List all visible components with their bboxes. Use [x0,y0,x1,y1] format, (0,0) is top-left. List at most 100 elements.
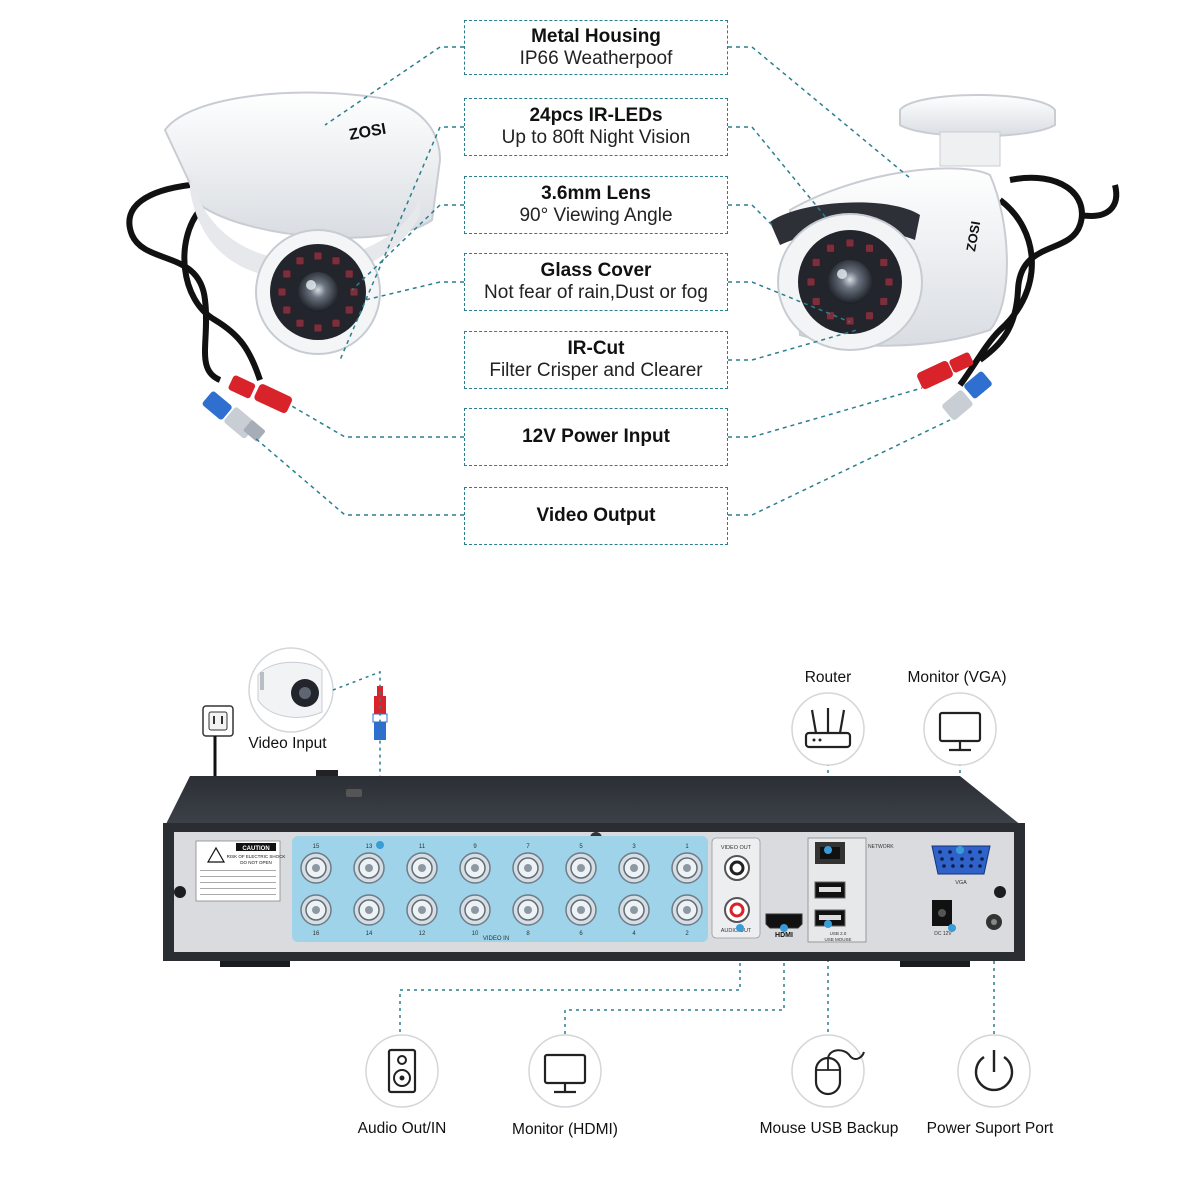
vga-pin [950,857,954,861]
vga-pin [980,857,984,861]
feature-box-glass-cover: Glass Cover Not fear of rain,Dust or fog [464,253,728,311]
monitor-hdmi-icon [528,1034,602,1108]
feature-subtitle: 90° Viewing Angle [519,205,673,226]
dome-video-plug [202,391,265,442]
ir-led [884,277,894,287]
bnc-port [671,852,703,884]
bullet-power-plug [917,352,974,390]
port-number: 8 [526,931,530,937]
monitor-vga-icon [923,692,997,766]
port-number: 14 [366,931,373,937]
ir-led [865,243,874,253]
bnc-port [300,852,332,884]
feature-box-ir-leds: 24pcs IR-LEDs Up to 80ft Night Vision [464,98,728,156]
bnc-port [353,894,385,926]
svg-text:DC 12V: DC 12V [934,931,952,937]
feature-title: 3.6mm Lens [541,183,651,204]
feature-title: Video Output [536,505,656,526]
ir-led [277,287,287,297]
vga-pin [978,850,982,854]
port-number: 1 [685,844,689,850]
ir-led [331,318,341,328]
svg-text:HDMI: HDMI [775,932,793,939]
bnc-port [565,852,597,884]
svg-text:AUDIO OUT: AUDIO OUT [721,928,752,934]
vga-pin [960,864,964,868]
vga-pin [969,864,973,868]
port-number: 11 [419,844,426,850]
vga-pin [948,850,952,854]
connection-dots [376,841,964,932]
feature-title: IR-Cut [567,338,625,359]
bullet-ir-leds [806,238,894,326]
feature-box-video-output: Video Output [464,487,728,545]
port-number: 10 [472,931,479,937]
label-mouse-usb: Mouse USB Backup [759,1120,899,1137]
dome-brand-logo: ZOSI [348,121,388,144]
feature-box-lens: 3.6mm Lens 90° Viewing Angle [464,176,728,234]
label-monitor-vga: Monitor (VGA) [907,669,1007,686]
feature-leader-lines [254,46,951,516]
ir-led [826,243,835,253]
port-number: 6 [579,931,583,937]
ir-led [313,251,323,261]
ir-led [295,256,305,266]
port-number: 12 [419,931,426,937]
feature-title: 24pcs IR-LEDs [529,105,663,126]
ir-led [806,277,816,287]
feature-title: Metal Housing [531,26,661,47]
label-audio: Audio Out/IN [357,1120,447,1137]
vga-pin [951,864,955,868]
dome-camera: ZOSI [126,91,442,442]
feature-subtitle: IP66 Weatherpoof [519,48,673,69]
bnc-port [565,894,597,926]
svg-text:USB MOUSE: USB MOUSE [824,937,851,942]
bnc-port [512,894,544,926]
svg-text:DO NOT OPEN: DO NOT OPEN [240,860,271,865]
bnc-port [353,852,385,884]
ir-led [282,269,292,279]
bnc-port [512,852,544,884]
svg-text:NETWORK: NETWORK [868,844,894,850]
ir-led [344,269,354,279]
video-in-panel [292,836,708,942]
feature-box-ir-cut: IR-Cut Filter Crisper and Clearer [464,331,728,389]
label-monitor-hdmi: Monitor (HDMI) [512,1121,618,1138]
svg-text:RISK OF ELECTRIC SHOCK: RISK OF ELECTRIC SHOCK [227,854,286,859]
feature-subtitle: Not fear of rain,Dust or fog [484,282,708,303]
ir-led [282,305,292,315]
video-input-plugs [372,686,388,740]
port-number: 2 [685,931,689,937]
ir-led [344,305,354,315]
power-icon [957,1034,1031,1108]
feature-subtitle: Up to 80ft Night Vision [501,127,691,148]
ir-led [295,318,305,328]
hdmi-port [765,913,803,929]
label-router: Router [804,669,852,686]
svg-text:VGA: VGA [955,880,967,886]
dome-lens [298,272,338,312]
ir-led [331,256,341,266]
vga-pin [960,857,964,861]
feature-box-metal-housing: Metal Housing IP66 Weatherpoof [464,20,728,75]
port-number: 3 [632,844,636,850]
bnc-port [406,894,438,926]
ir-led [313,323,323,333]
dome-power-plug [228,375,293,414]
dome-shell [163,91,442,239]
bullet-video-plug [942,371,992,420]
svg-text:CAUTION: CAUTION [242,846,269,852]
port-number: 9 [473,844,477,850]
vga-pin [938,850,942,854]
ir-led [879,258,889,267]
label-power-port: Power Suport Port [926,1120,1054,1137]
ir-led [879,297,889,306]
feature-title: Glass Cover [540,260,652,281]
bnc-port [671,894,703,926]
bnc-port [618,894,650,926]
vga-pin [978,864,982,868]
vga-pin [942,864,946,868]
port-number: 15 [313,844,320,850]
bullet-lens [828,260,872,304]
